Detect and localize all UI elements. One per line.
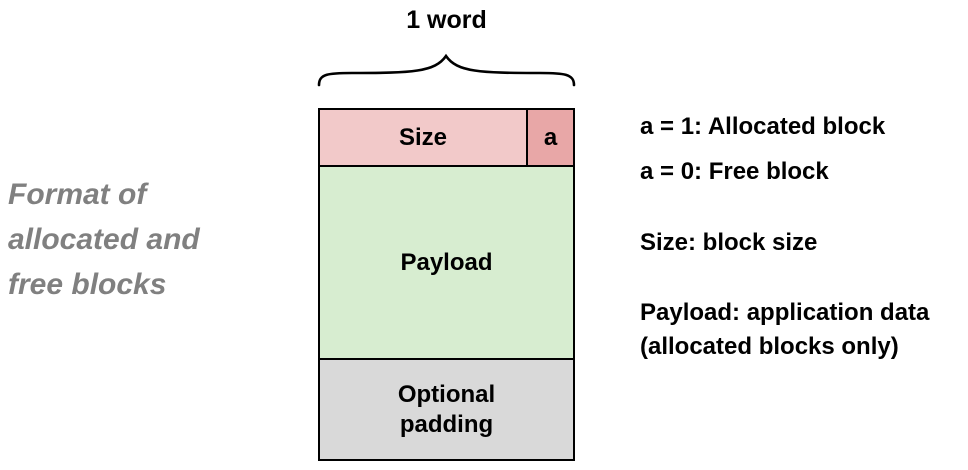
payload-cell: Payload	[320, 167, 573, 360]
allocated-flag-cell: a	[528, 110, 573, 165]
legend-item-payload: Payload: application data (allocated blo…	[640, 299, 930, 360]
legend-item-size: Size: block size	[640, 229, 818, 256]
legend-item-allocated: a = 1: Allocated block	[640, 113, 886, 140]
legend: a = 1: Allocated block a = 0: Free block…	[640, 110, 960, 364]
block-header-row: Size a	[320, 110, 573, 167]
size-cell: Size	[320, 110, 528, 165]
figure-caption: Format of allocated and free blocks	[8, 178, 200, 301]
word-width-label: 1 word	[406, 6, 487, 34]
block-diagram: Size a Payload Optional padding	[318, 108, 575, 461]
brace-icon	[317, 53, 576, 87]
legend-item-free: a = 0: Free block	[640, 158, 829, 185]
padding-cell: Optional padding	[320, 360, 573, 459]
